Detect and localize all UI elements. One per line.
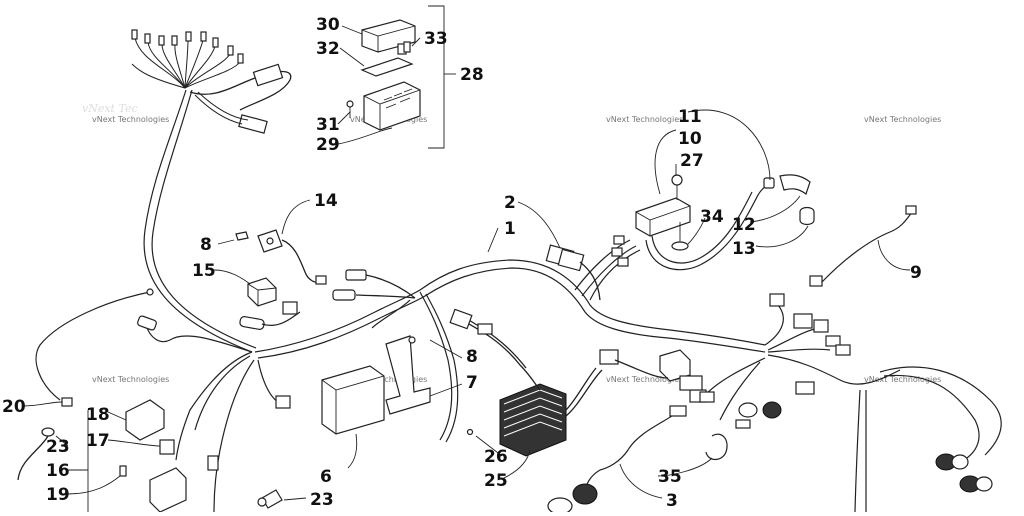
callout-19: 19 [46, 485, 70, 505]
left-side-parts [17, 288, 291, 513]
callout-7: 7 [466, 373, 478, 393]
watermark: vNext Technologies [864, 375, 941, 384]
callout-1: 1 [504, 219, 516, 239]
callout-8a: 8 [200, 235, 212, 255]
center-left-connectors [239, 269, 416, 330]
pigtail-fan [131, 29, 292, 134]
bracket-7 [385, 335, 431, 415]
callout-23a: 23 [46, 437, 70, 457]
callout-3: 3 [666, 491, 678, 511]
callout-8b: 8 [466, 347, 478, 367]
callout-13: 13 [732, 239, 756, 259]
regulator-assembly-upper [635, 174, 815, 271]
callout-20: 20 [2, 397, 26, 417]
callout-32: 32 [316, 39, 340, 59]
callout-6: 6 [320, 467, 332, 487]
leader-lines [21, 25, 911, 501]
callout-12: 12 [732, 215, 756, 235]
watermark: vNext Technologies [92, 115, 169, 124]
watermark: vNext Technologies [606, 375, 683, 384]
main-harness [254, 235, 766, 443]
callout-27: 27 [680, 151, 704, 171]
callout-33: 33 [424, 29, 448, 49]
callout-23b: 23 [310, 490, 334, 510]
callout-29: 29 [316, 135, 340, 155]
callout-28: 28 [460, 65, 484, 85]
watermark: vNext Technologies [350, 375, 427, 384]
callout-34: 34 [700, 207, 724, 227]
main-trunk-upper [143, 89, 253, 353]
callout-26: 26 [484, 447, 508, 467]
callout-25: 25 [484, 471, 508, 491]
callout-31: 31 [316, 115, 340, 135]
callout-14: 14 [314, 191, 338, 211]
callout-2: 2 [504, 193, 516, 213]
relay-15 [247, 277, 277, 307]
callout-35: 35 [658, 467, 682, 487]
cdi-box-6 [321, 365, 385, 435]
watermark: vNext Technologies [864, 115, 941, 124]
callouts: 1 2 3 6 7 8 8 9 10 11 12 13 14 15 16 17 … [2, 15, 922, 511]
callout-17: 17 [86, 431, 110, 451]
watermark: vNext Technologies [606, 115, 683, 124]
callout-30: 30 [316, 15, 340, 35]
fuse-box-assembly [346, 5, 445, 149]
watermark: vNext Technologies [92, 375, 169, 384]
right-branches [599, 205, 1002, 513]
callout-10: 10 [678, 129, 702, 149]
callout-11: 11 [678, 107, 702, 127]
lower-center-parts [257, 405, 728, 515]
sensor-14 [235, 229, 327, 285]
callout-16: 16 [46, 461, 70, 481]
callout-9: 9 [910, 263, 922, 283]
regulator-25 [449, 308, 603, 457]
callout-15: 15 [192, 261, 216, 281]
callout-18: 18 [86, 405, 110, 425]
svg-text:vNext Tec: vNext Tec [82, 102, 138, 115]
